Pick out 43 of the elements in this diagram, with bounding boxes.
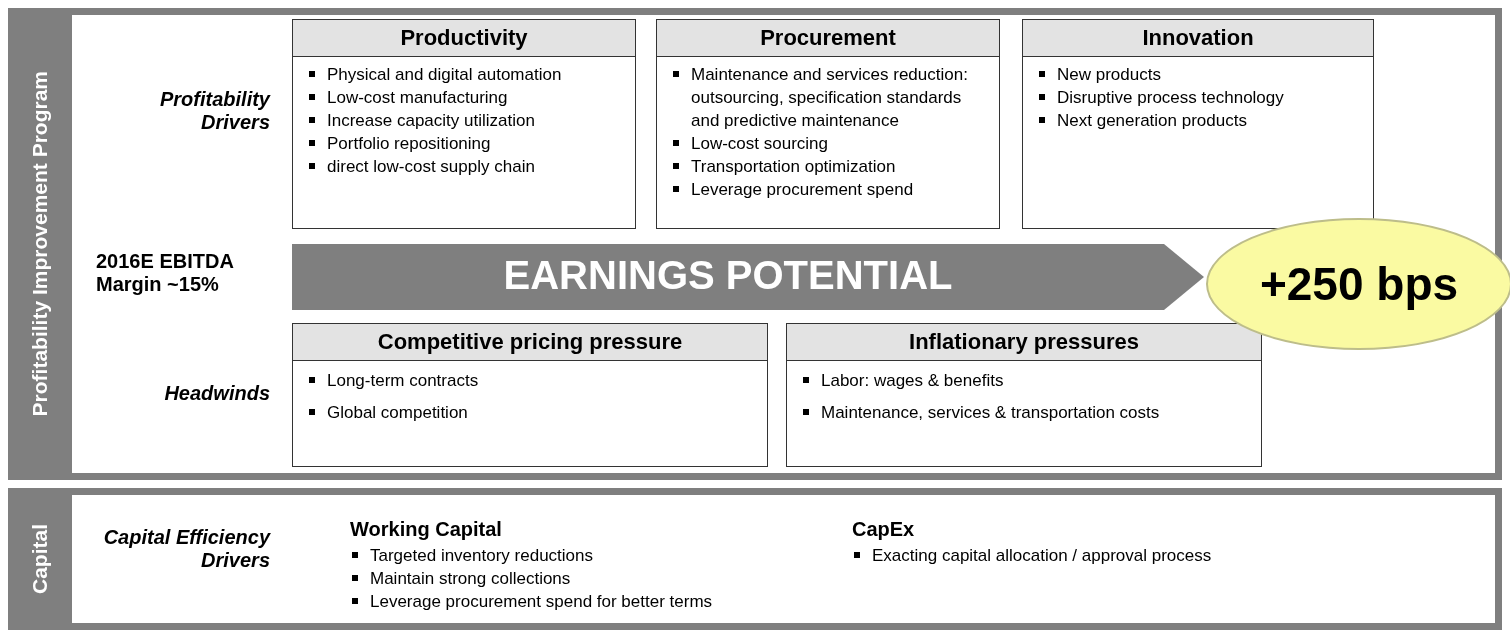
section-heading: Working Capital: [350, 518, 503, 541]
bullet-item: Maintain strong collections: [370, 568, 571, 590]
bullet-item: Low-cost manufacturing: [327, 87, 508, 109]
bullet-item: Disruptive process technology: [1057, 87, 1284, 109]
panel-title: Capital: [28, 524, 52, 594]
bullet-item: Portfolio repositioning: [327, 133, 491, 155]
bullet-item: New products: [1057, 64, 1161, 86]
driver-box: [1022, 19, 1374, 229]
bullet-item: Leverage procurement spend: [691, 179, 914, 201]
driver-box: [656, 19, 1000, 229]
bullet-item: Increase capacity utilization: [327, 110, 535, 132]
bullet-item: Targeted inventory reductions: [370, 545, 594, 567]
bullet-item: Physical and digital automation: [327, 64, 562, 86]
box-heading: Competitive pricing pressure: [293, 324, 767, 361]
baseline-label: 2016E EBITDA Margin ~15%: [96, 250, 235, 296]
box-heading: Innovation: [1023, 20, 1373, 57]
panel-title: Profitability Improvement Program: [28, 71, 52, 417]
box-heading: Productivity: [293, 20, 635, 57]
banner-text: EARNINGS POTENTIAL: [502, 253, 954, 298]
bullet-item: Maintenance, services & transportation costs: [821, 402, 1160, 424]
row-label: Profitability Drivers: [159, 88, 270, 134]
bullet-item: direct low-cost supply chain: [327, 156, 535, 178]
bullet-item: Low-cost sourcing: [691, 133, 828, 155]
headwind-box: [292, 323, 768, 467]
bullet-item: Maintenance and services reduction: outsourcing, specification standards and predictive maintenance: [691, 64, 969, 132]
bullet-item: Long-term contracts: [327, 370, 479, 392]
capital-panel: [8, 488, 1502, 630]
bullet-item: Labor: wages & benefits: [821, 370, 1004, 392]
box-heading: Inflationary pressures: [787, 324, 1261, 361]
program-panel: [8, 8, 1502, 480]
result-value: +250 bps: [1259, 257, 1459, 311]
box-heading: Procurement: [657, 20, 999, 57]
bullet-item: Leverage procurement spend for better terms: [370, 591, 713, 613]
bullet-item: Transportation optimization: [691, 156, 896, 178]
bullet-item: Global competition: [327, 402, 468, 424]
row-label: Capital Efficiency Drivers: [102, 526, 270, 572]
headwind-box: [786, 323, 1262, 467]
section-heading: CapEx: [852, 518, 916, 541]
driver-box: [292, 19, 636, 229]
arrow-banner: [292, 244, 1204, 310]
bullet-item: Exacting capital allocation / approval process: [872, 545, 1212, 567]
row-label: Headwinds: [163, 382, 270, 405]
bullet-item: Next generation products: [1057, 110, 1247, 132]
